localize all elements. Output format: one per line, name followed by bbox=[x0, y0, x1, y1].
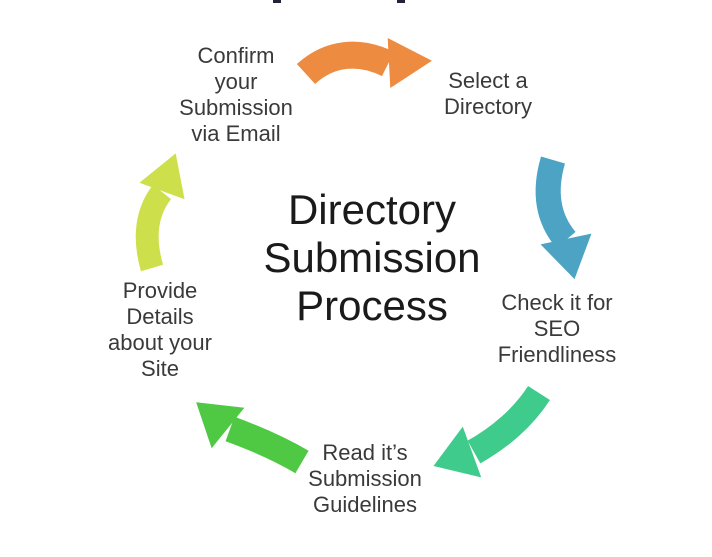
arrow-body bbox=[467, 385, 550, 464]
label-line: via Email bbox=[191, 121, 281, 146]
arrow-confirm-to-select-icon bbox=[296, 38, 432, 88]
title-line: Directory bbox=[287, 186, 457, 233]
step-label-read-guidelines: Read it’s Submission Guidelines bbox=[308, 440, 422, 518]
step-label-check-seo: Check it for SEO Friendliness bbox=[498, 290, 617, 368]
arrow-head bbox=[433, 426, 482, 478]
arrow-head bbox=[540, 233, 592, 280]
label-line: Submission bbox=[179, 95, 293, 120]
arrow-head bbox=[139, 153, 185, 200]
label-line: SEO bbox=[533, 316, 581, 341]
label-line: Friendliness bbox=[497, 342, 617, 367]
diagram-title: Directory Submission Process bbox=[263, 186, 480, 330]
arrow-body bbox=[225, 416, 309, 474]
label-line: Provide bbox=[122, 278, 198, 303]
crop-artifact-left bbox=[273, 0, 281, 3]
label-line: Guidelines bbox=[313, 492, 417, 517]
crop-artifact-right bbox=[397, 0, 405, 3]
arrow-provide-to-confirm-icon bbox=[135, 153, 185, 272]
label-line: Details bbox=[126, 304, 194, 329]
label-line: Select a bbox=[448, 68, 528, 93]
step-label-provide-details: Provide Details about your Site bbox=[108, 278, 212, 382]
label-line: Site bbox=[141, 356, 179, 381]
title-line: Process bbox=[296, 282, 448, 329]
label-line: Directory bbox=[443, 94, 533, 119]
label-line: Read it’s bbox=[322, 440, 408, 465]
arrow-body bbox=[135, 184, 172, 272]
arrow-head bbox=[387, 38, 432, 88]
arrow-select-to-check-icon bbox=[535, 156, 592, 280]
arrow-read-to-provide-icon bbox=[196, 402, 309, 474]
label-line: Confirm bbox=[197, 43, 275, 68]
arrow-body bbox=[535, 156, 576, 249]
arrow-head bbox=[196, 402, 245, 449]
title-line: Submission bbox=[263, 234, 481, 281]
label-line: Check it for bbox=[501, 290, 613, 315]
step-label-select-directory: Select a Directory bbox=[444, 68, 532, 120]
label-line: Submission bbox=[308, 466, 422, 491]
label-line: about your bbox=[108, 330, 212, 355]
label-line: your bbox=[214, 69, 258, 94]
step-label-confirm-email: Confirm your Submission via Email bbox=[179, 43, 293, 147]
arrow-check-to-read-icon bbox=[433, 385, 550, 478]
arrow-body bbox=[296, 41, 395, 85]
